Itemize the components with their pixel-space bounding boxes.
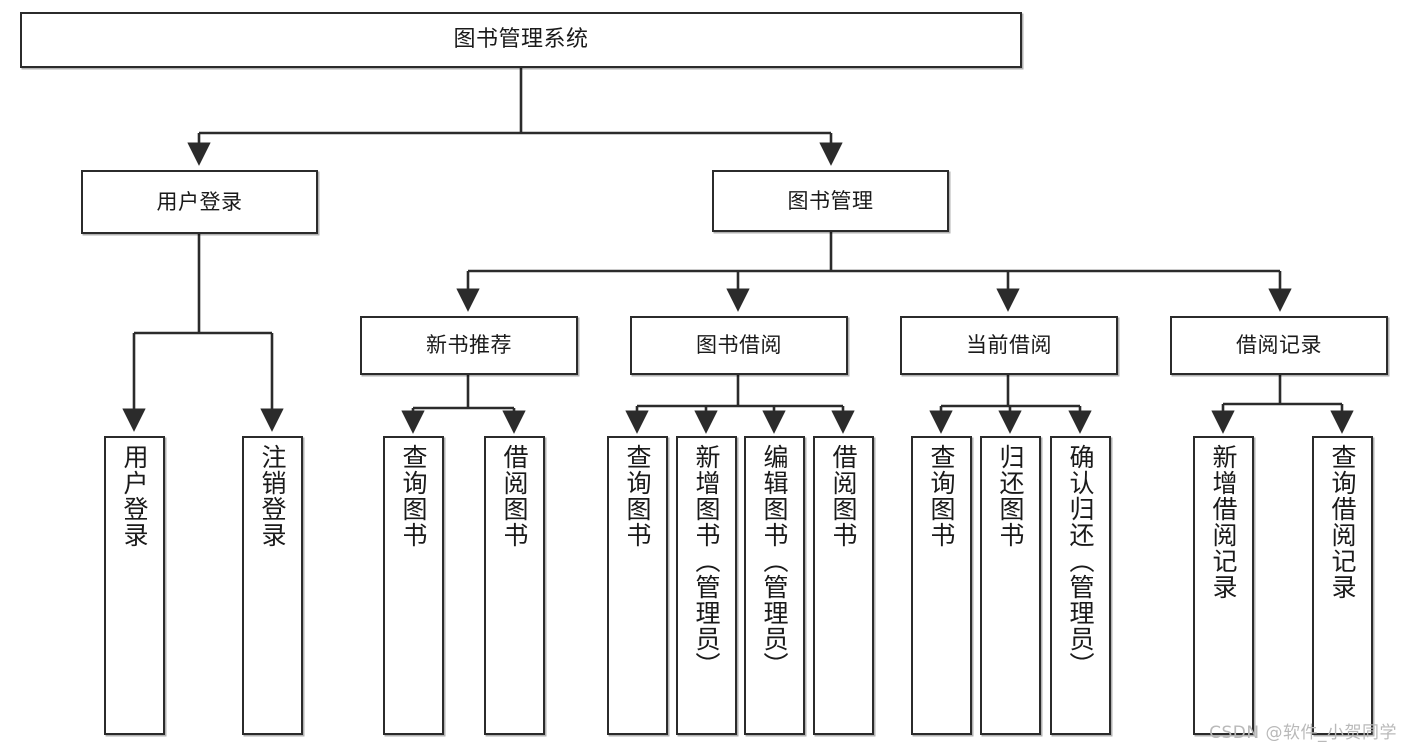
node-label: 查询图书 — [623, 444, 652, 548]
leaf-query-book-current[interactable]: 查询图书 — [911, 436, 972, 735]
node-label: 用户登录 — [156, 189, 243, 214]
node-label: 新增借阅记录 — [1209, 444, 1238, 600]
node-label: 借阅图书 — [829, 444, 858, 548]
node-current-borrow[interactable]: 当前借阅 — [900, 316, 1118, 375]
leaf-add-book-admin[interactable]: 新增图书（管理员） — [676, 436, 737, 735]
node-label: 借阅图书 — [500, 444, 529, 548]
leaf-borrow-book[interactable]: 借阅图书 — [813, 436, 874, 735]
node-root-library-system[interactable]: 图书管理系统 — [20, 12, 1022, 68]
leaf-query-borrow-record[interactable]: 查询借阅记录 — [1312, 436, 1373, 735]
watermark-text: CSDN @软件_小贺同学 — [1209, 723, 1397, 743]
leaf-edit-book-admin[interactable]: 编辑图书（管理员） — [744, 436, 805, 735]
leaf-query-book-recommend[interactable]: 查询图书 — [383, 436, 444, 735]
node-book-management[interactable]: 图书管理 — [712, 170, 949, 232]
leaf-user-logout[interactable]: 注销登录 — [242, 436, 303, 735]
node-label: 查询图书 — [927, 444, 956, 548]
node-label: 用户登录 — [120, 444, 149, 548]
node-book-borrow[interactable]: 图书借阅 — [630, 316, 848, 375]
node-label: 图书管理系统 — [453, 27, 589, 53]
node-label: 当前借阅 — [966, 333, 1052, 358]
node-label: 图书管理 — [787, 188, 874, 213]
node-borrow-record[interactable]: 借阅记录 — [1170, 316, 1388, 375]
leaf-borrow-book-recommend[interactable]: 借阅图书 — [484, 436, 545, 735]
leaf-return-book[interactable]: 归还图书 — [980, 436, 1041, 735]
node-label: 新书推荐 — [426, 333, 512, 358]
node-new-book-recommend[interactable]: 新书推荐 — [360, 316, 578, 375]
node-label: 借阅记录 — [1236, 333, 1322, 358]
leaf-confirm-return-admin[interactable]: 确认归还（管理员） — [1050, 436, 1111, 735]
node-label: 查询借阅记录 — [1328, 444, 1357, 600]
node-label: 确认归还（管理员） — [1066, 444, 1095, 678]
leaf-add-borrow-record[interactable]: 新增借阅记录 — [1193, 436, 1254, 735]
node-label: 编辑图书（管理员） — [760, 444, 789, 678]
node-label: 归还图书 — [996, 444, 1025, 548]
node-label: 查询图书 — [399, 444, 428, 548]
node-label: 新增图书（管理员） — [692, 444, 721, 678]
node-label: 注销登录 — [258, 444, 287, 548]
node-user-login[interactable]: 用户登录 — [81, 170, 318, 234]
node-label: 图书借阅 — [696, 333, 782, 358]
leaf-user-login[interactable]: 用户登录 — [104, 436, 165, 735]
leaf-query-book-borrow[interactable]: 查询图书 — [607, 436, 668, 735]
